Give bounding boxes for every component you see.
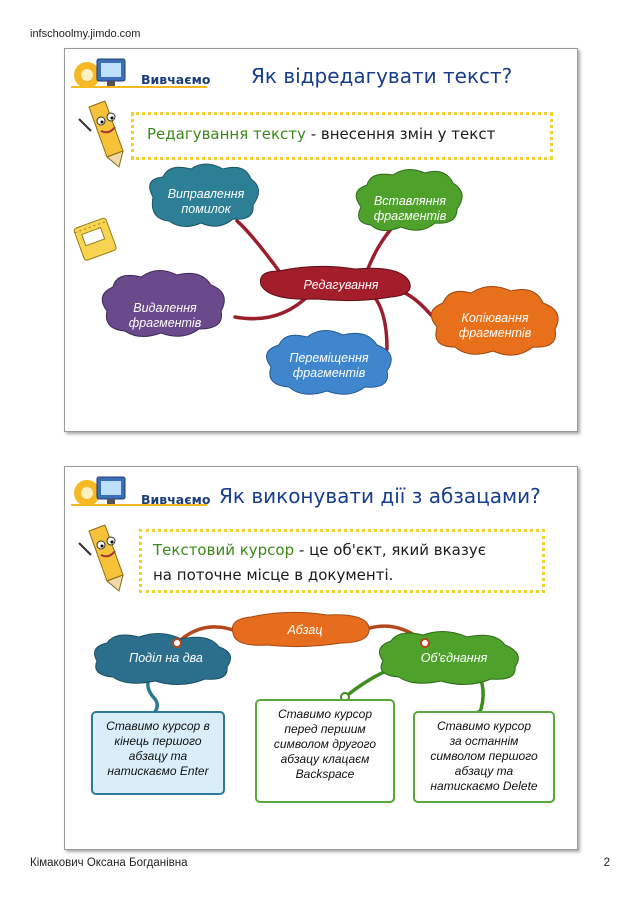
slide2-graphics xyxy=(71,476,519,722)
box-split-line2: кінець першого xyxy=(114,734,202,748)
definition-box xyxy=(131,112,553,160)
center-editing-shape xyxy=(259,265,411,302)
center-paragraph-shape xyxy=(231,611,370,648)
definition-text: Текстовий курсор - це об'єкт, який вказу… xyxy=(153,541,486,559)
cloud-insert-line2: фрагментів xyxy=(373,209,447,223)
badge-label: Вивчаємо xyxy=(141,72,211,87)
definition-term: Текстовий курсор xyxy=(153,541,295,559)
box-split-line4: натискаємо Enter xyxy=(107,764,209,778)
gear-monitor-logo-icon xyxy=(71,476,207,506)
cloud-merge-label: Об'єднання xyxy=(420,651,488,665)
cloud-copy-label: Копіювання фрагментів xyxy=(445,311,545,341)
slide-editing: Вивчаємо Як відредагувати текст? Редагув… xyxy=(64,48,578,432)
cloud-delete-line1: Видалення xyxy=(133,301,197,315)
cloud-errors-line1: Виправлення xyxy=(167,187,245,201)
definition-line2: на поточне місце в документі. xyxy=(153,566,394,584)
box-backspace-line1: Ставимо курсор xyxy=(277,707,373,721)
cloud-split-label: Поділ на два xyxy=(129,651,203,665)
cloud-copy xyxy=(430,286,559,356)
cloud-merge xyxy=(378,631,519,685)
badge-label: Вивчаємо xyxy=(141,492,211,507)
cloud-insert-label: Вставляння фрагментів xyxy=(365,194,455,224)
definition-rest: - внесення змін у текст xyxy=(305,125,496,143)
box-delete-line3: символом першого xyxy=(430,749,538,763)
cloud-move-line2: фрагментів xyxy=(292,366,366,380)
box-delete-line1: Ставимо курсор xyxy=(436,719,532,733)
footer-author: Кімакович Оксана Богданівна xyxy=(30,857,188,869)
gear-monitor-logo-icon xyxy=(71,58,207,88)
slide-paragraphs: Вивчаємо Як виконувати дії з абзацами? Т… xyxy=(64,466,578,850)
slide1-graphics xyxy=(71,58,559,395)
box-backspace-line3: символом другого xyxy=(273,737,377,751)
cloud-insert xyxy=(355,169,463,231)
box-delete-line5: натискаємо Delete xyxy=(430,779,538,793)
center-editing-label: Редагування xyxy=(303,278,379,292)
box-delete-line4: абзацу та xyxy=(454,764,514,778)
cloud-move xyxy=(266,330,392,395)
instruction-box-delete: Ставимо курсор за останнім символом перш… xyxy=(413,711,555,803)
center-paragraph-label: Абзац xyxy=(287,623,323,637)
definition-rest: - це об'єкт, який вказує xyxy=(294,541,486,559)
box-backspace-line2: перед першим xyxy=(284,722,366,736)
cloud-delete-label: Видалення фрагментів xyxy=(115,301,215,331)
cloud-errors xyxy=(149,163,259,227)
pencil-mascot-icon xyxy=(78,524,124,592)
connector-dots xyxy=(172,638,430,648)
instruction-box-backspace: Ставимо курсор перед першим символом дру… xyxy=(255,699,395,803)
cloud-copy-line1: Копіювання xyxy=(461,311,529,325)
definition-term: Редагування тексту xyxy=(147,125,306,143)
slide1-title: Як відредагувати текст? xyxy=(251,64,513,88)
box-backspace-line4: абзацу клацаєм xyxy=(280,752,370,766)
notebook-icon xyxy=(73,217,117,261)
cloud-move-line1: Переміщення xyxy=(289,351,369,365)
instruction-box-split: Ставимо курсор в кінець першого абзацу т… xyxy=(91,711,225,795)
cloud-errors-label: Виправлення помилок xyxy=(161,187,251,217)
box-delete-line2: за останнім xyxy=(449,734,519,748)
box-split-line1: Ставимо курсор в xyxy=(106,719,210,733)
page-number: 2 xyxy=(603,857,610,869)
definition-box xyxy=(139,529,545,593)
cloud-move-label: Переміщення фрагментів xyxy=(279,351,379,381)
cloud-split xyxy=(94,633,232,685)
pencil-mascot-icon xyxy=(78,100,124,168)
slide2-title: Як виконувати дії з абзацами? xyxy=(219,484,541,508)
site-url: infschoolmy.jimdo.com xyxy=(30,28,141,40)
box-backspace-line5: Backspace xyxy=(295,767,355,781)
definition-text: Редагування тексту - внесення змін у тек… xyxy=(147,125,495,143)
cloud-errors-line2: помилок xyxy=(181,202,231,216)
cloud-delete-line2: фрагментів xyxy=(128,316,202,330)
cloud-insert-line1: Вставляння xyxy=(373,194,447,208)
cloud-copy-line2: фрагментів xyxy=(458,326,532,340)
cloud-delete xyxy=(101,270,225,337)
box-split-line3: абзацу та xyxy=(128,749,188,763)
